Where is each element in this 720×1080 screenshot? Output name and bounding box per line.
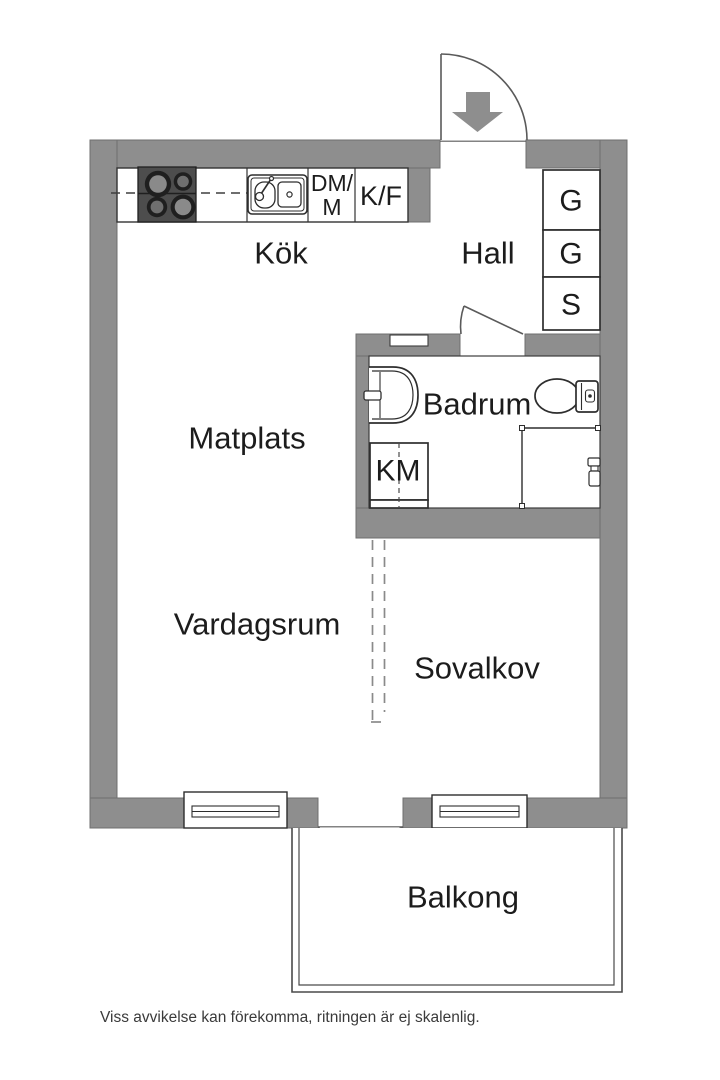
kitchen-sink-icon — [247, 174, 308, 215]
window-right — [431, 794, 528, 829]
sink-faucet-base — [254, 191, 265, 202]
toilet-icon — [534, 378, 599, 414]
bathroom-door-arc — [459, 305, 465, 335]
shower-corner-1 — [519, 425, 525, 431]
burner-3-center — [150, 200, 164, 214]
shower-icon — [519, 425, 601, 509]
window-left — [183, 791, 288, 829]
entry-arrow-icon — [452, 92, 503, 132]
washing-machine-icon — [369, 442, 429, 509]
walls — [89, 139, 628, 829]
washbasin-icon — [363, 366, 419, 424]
toilet-button — [584, 389, 596, 403]
wall-bottom-4 — [526, 797, 628, 829]
burner-4-center — [174, 198, 192, 216]
entry-door-arc — [440, 53, 528, 141]
wall-bottom-3 — [402, 797, 433, 829]
balcony-outer-rail — [291, 828, 623, 993]
stove-icon — [137, 166, 197, 223]
shower-screen — [521, 427, 598, 506]
washbasin-inner — [372, 370, 414, 420]
shower-mixer-icon — [587, 457, 601, 487]
wall-bathroom-top-right — [524, 333, 601, 357]
label-cleaning-closet: S — [561, 289, 581, 322]
sink-inner — [250, 177, 305, 212]
shower-corner-2 — [595, 425, 601, 431]
balcony-railing — [291, 828, 623, 993]
partition-dashed-line — [371, 540, 387, 723]
wall-bottom-1 — [89, 797, 185, 829]
room-labels: Kök Hall Matplats Badrum Vardagsrum Sova… — [174, 170, 583, 915]
bathroom — [363, 305, 601, 509]
label-wardrobe-top: G — [559, 185, 582, 218]
toilet-bowl — [534, 378, 580, 414]
shower-corner-3 — [519, 503, 525, 509]
room-label-dining: Matplats — [188, 421, 305, 456]
closets — [542, 169, 601, 331]
wall-bathroom-left — [355, 333, 370, 539]
wall-top-left — [89, 139, 441, 169]
bathroom-interior-outline — [368, 355, 601, 509]
burner-1-center — [149, 175, 167, 193]
room-label-alcove: Sovalkov — [414, 651, 540, 686]
wall-left — [89, 139, 118, 829]
wall-bathroom-bottom — [355, 507, 601, 539]
sink-basin-left — [254, 181, 276, 209]
sink-faucet-tip — [268, 175, 275, 182]
room-label-bathroom: Badrum — [423, 387, 532, 422]
wall-bottom-2 — [286, 797, 319, 829]
cleaning-closet-box — [542, 276, 601, 331]
label-dishwasher-micro-2: M — [322, 194, 341, 220]
kitchen-counter — [111, 166, 409, 223]
toilet-button-dot — [588, 394, 592, 398]
label-wardrobe-mid: G — [559, 238, 582, 271]
wardrobe-mid-box — [542, 229, 601, 278]
wall-kitchen-hall-stub — [407, 167, 431, 223]
bathroom-door-leaf — [463, 305, 524, 335]
label-fridge-freezer: K/F — [360, 181, 402, 211]
room-label-balcony: Balkong — [407, 880, 519, 915]
sink-drain — [286, 191, 293, 198]
room-label-living: Vardagsrum — [174, 607, 341, 642]
washbasin-outer — [369, 366, 419, 424]
sink-basin-right — [277, 181, 302, 208]
entry-door — [440, 53, 528, 142]
sink-faucet-arm — [260, 178, 272, 195]
room-label-kitchen: Kök — [254, 236, 308, 271]
bathroom-wall-niche — [389, 334, 429, 347]
washbasin-tap — [363, 390, 382, 401]
wall-right — [599, 139, 628, 829]
balcony-inner-rail — [298, 828, 615, 986]
burner-2-center — [177, 175, 189, 188]
label-dishwasher-micro-1: DM/ — [311, 170, 354, 196]
room-label-hall: Hall — [461, 236, 514, 271]
disclaimer-text: Viss avvikelse kan förekomma, ritningen … — [100, 1009, 480, 1026]
label-washing-machine: KM — [376, 455, 421, 488]
